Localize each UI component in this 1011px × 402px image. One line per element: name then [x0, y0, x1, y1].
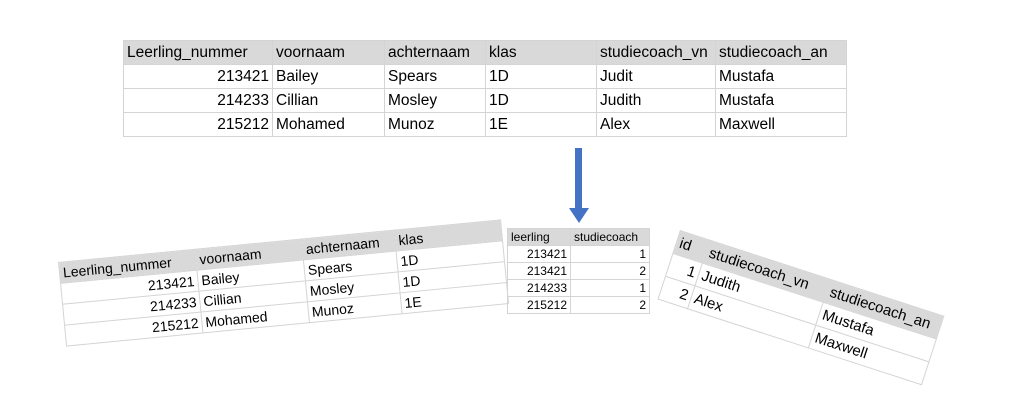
table-cell: Judit — [596, 64, 716, 89]
table-cell: Bailey — [272, 64, 385, 89]
header-cell: klas — [485, 40, 597, 65]
arrow-shaft — [575, 148, 582, 210]
table-cell: 2 — [570, 262, 650, 280]
header-cell: studiecoach_vn — [596, 40, 716, 65]
link-table: leerling studiecoach 213421 1 213421 2 2… — [507, 228, 650, 314]
table-cell: Maxwell — [715, 112, 847, 137]
table-cell: Mohamed — [272, 112, 385, 137]
source-table: Leerling_nummer voornaam achternaam klas… — [123, 40, 847, 137]
table-cell: 214233 — [507, 279, 571, 297]
table-cell: Alex — [596, 112, 716, 137]
table-cell: 215212 — [123, 112, 273, 137]
table-cell: Spears — [384, 64, 486, 89]
table-cell: Mustafa — [715, 64, 847, 89]
coach-table: id studiecoach_vn studiecoach_an 1 Judit… — [657, 230, 944, 385]
header-cell: achternaam — [384, 40, 486, 65]
header-row: Leerling_nummer voornaam achternaam klas… — [123, 40, 847, 65]
table-cell: Mosley — [384, 88, 486, 113]
table-cell: Mustafa — [715, 88, 847, 113]
table-cell: 213421 — [507, 262, 571, 280]
table-row: 214233 1 — [507, 279, 650, 297]
table-row: 215212 Mohamed Munoz 1E Alex Maxwell — [123, 112, 847, 137]
table-cell: 1 — [570, 279, 650, 297]
table-cell: 215212 — [507, 296, 571, 314]
table-cell: 213421 — [123, 64, 273, 89]
arrow-head — [569, 208, 589, 223]
header-cell: Leerling_nummer — [123, 40, 273, 65]
table-row: 215212 2 — [507, 296, 650, 314]
table-row: 213421 Bailey Spears 1D Judit Mustafa — [123, 64, 847, 89]
table-cell: 1E — [485, 112, 597, 137]
student-table: Leerling_nummer voornaam achternaam klas… — [58, 219, 509, 347]
table-cell: 214233 — [123, 88, 273, 113]
header-cell: voornaam — [272, 40, 385, 65]
table-cell: 1 — [570, 245, 650, 263]
header-cell: leerling — [507, 228, 571, 246]
table-cell: 2 — [570, 296, 650, 314]
table-cell: Cillian — [272, 88, 385, 113]
table-cell: 213421 — [507, 245, 571, 263]
table-row: 213421 2 — [507, 262, 650, 280]
table-cell: Judith — [596, 88, 716, 113]
table-cell: 1D — [485, 64, 597, 89]
header-cell: studiecoach_an — [715, 40, 847, 65]
table-row: 214233 Cillian Mosley 1D Judith Mustafa — [123, 88, 847, 113]
header-cell: studiecoach — [570, 228, 650, 246]
table-cell: 1D — [485, 88, 597, 113]
header-row: leerling studiecoach — [507, 228, 650, 246]
table-cell: Munoz — [384, 112, 486, 137]
table-row: 213421 1 — [507, 245, 650, 263]
down-arrow-icon — [569, 148, 589, 223]
